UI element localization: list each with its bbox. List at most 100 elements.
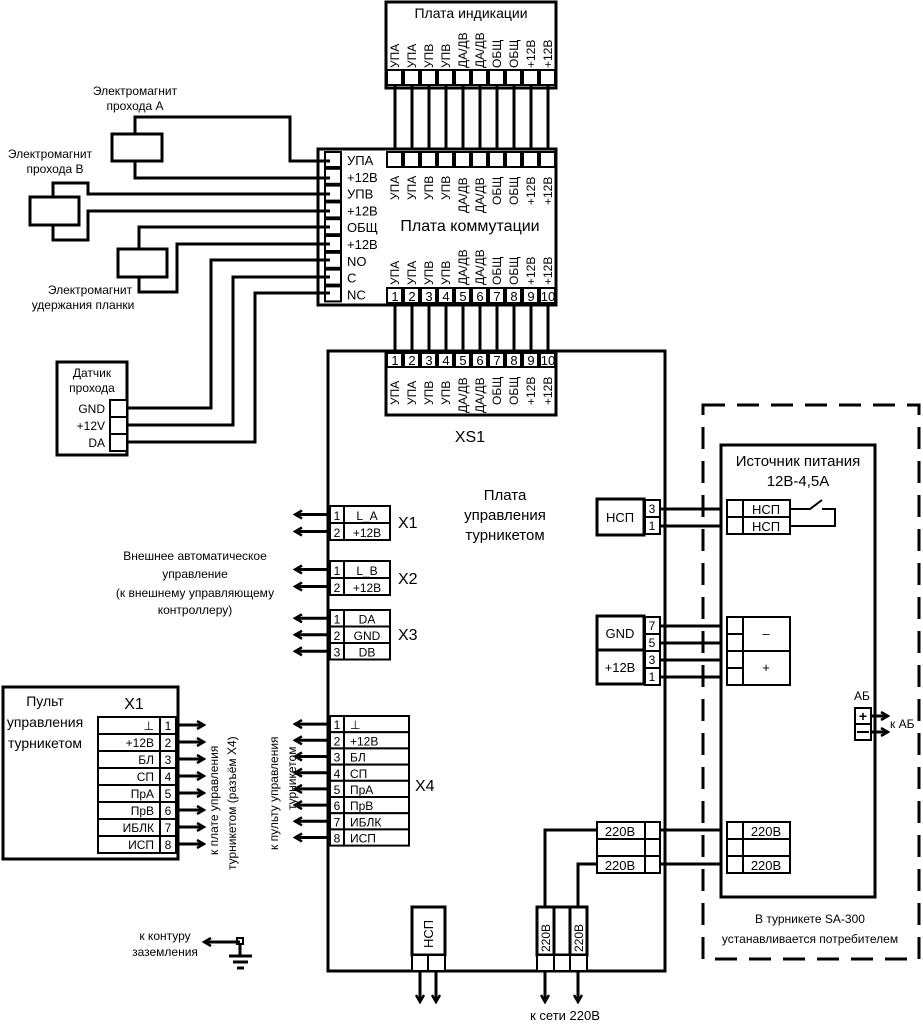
left-wiring [51, 115, 330, 444]
external-control-line-4: контроллеру) [158, 603, 232, 617]
switch-pin-number: 5 [459, 289, 466, 304]
nsp-pin-number: 3 [649, 502, 656, 516]
psu-title-2: 12В-4,5А [767, 473, 830, 490]
indication-wires [393, 85, 550, 152]
mains-terminal [644, 838, 661, 857]
switch-left-pin-label: +12В [347, 203, 378, 218]
psu-mains-terminal [726, 838, 744, 857]
psu-title-1: Источник питания [736, 453, 861, 470]
xs1-pin-number: 3 [425, 353, 432, 368]
psu-mains-pin [742, 838, 791, 857]
switch-left-terminal [324, 167, 342, 185]
x4-pin-number: 2 [334, 734, 341, 748]
xs1-pin-label: ДА/ДВ [473, 377, 487, 413]
indication-pin-terminal [488, 69, 505, 86]
switch-top-pin-label: УПВ [422, 176, 436, 200]
bottom-mains-label: 220В [539, 924, 553, 952]
x4-pin [343, 828, 410, 847]
x4-pin-number: 8 [334, 832, 341, 846]
xs1-terminal [403, 352, 420, 368]
x1-pin [343, 522, 391, 541]
remote-pin-label: ПрВ [131, 804, 154, 818]
remote-pin-number: 6 [165, 804, 172, 818]
switch-bottom-pin-label: ОБЩ [490, 257, 504, 285]
switch-left-pin-label: +12В [347, 237, 378, 252]
magnet-b-label-1: Электромагнит [8, 147, 93, 161]
switch-top-terminal [522, 151, 539, 168]
sensor-title-2: прохода [69, 381, 115, 395]
battery-plus-icon: + [859, 708, 867, 724]
remote-pin-label: СП [137, 770, 154, 784]
remote-pin-number: 2 [165, 736, 172, 750]
psu-mains-pin [742, 855, 791, 874]
switch-bottom-pin-label: ДА/ДВ [473, 249, 487, 285]
mains-label: 220В [605, 824, 635, 839]
x4-pin-label: ИСП [350, 832, 376, 846]
indication-pin-terminal [471, 69, 488, 86]
x4-pin-label: ИБЛК [350, 815, 381, 829]
switch-top-pin-label: ДА/ДВ [473, 177, 487, 213]
switch-top-pin-label: УПВ [439, 176, 453, 200]
xs1-pin-label: УПА [405, 381, 419, 405]
psu-note-line-2: устанавливается потребителем [722, 932, 898, 946]
xs1-terminal [437, 352, 454, 368]
ground-note-line-1: к контуру [139, 929, 190, 943]
magnet-b-label-2: прохода В [27, 162, 84, 176]
sensor-pin-label: GND [78, 402, 105, 416]
indication-pin-label: УПВ [439, 44, 453, 68]
x4-note-line-2: турникетом [285, 747, 299, 810]
magnet-a: Электромагнит прохода А [93, 84, 178, 163]
switch-left-pin-label: +12В [347, 170, 378, 185]
switch-top-terminal [437, 151, 454, 168]
wire [543, 828, 597, 908]
switch-bottom-pin-label: УПА [405, 261, 419, 285]
mains-note: к сети 220В [530, 1008, 600, 1023]
power-pin-number: 3 [649, 653, 656, 667]
plus12-label: +12В [605, 660, 636, 675]
switch-bottom-pin-label: УПА [388, 261, 402, 285]
psu-plus [742, 650, 791, 686]
switch-left-pin-label: NC [347, 287, 366, 302]
battery-label: АБ [854, 689, 870, 703]
switch-top-terminal [505, 151, 522, 168]
magnet-a-label-2: прохода А [107, 99, 164, 113]
xs1-pin-number: 1 [391, 353, 398, 368]
control-board-title-1: Плата [484, 487, 527, 504]
switch-pin-number: 10 [541, 289, 555, 304]
remote-pin-label: ИСП [128, 838, 154, 852]
xs1-pin-number: 9 [527, 353, 534, 368]
psu-power-terminal [726, 650, 744, 669]
indication-pin-terminal [386, 69, 403, 86]
indication-pin-label: ДА/ДВ [456, 32, 470, 68]
psu-nsp-terminal [726, 499, 744, 518]
switch-top-terminal [386, 151, 403, 168]
remote-title-2: управления [7, 714, 83, 730]
x4-label: X4 [415, 778, 435, 795]
x2-label: X2 [398, 571, 418, 588]
nsp-pin-number: 1 [649, 519, 656, 533]
x4-pin-number: 1 [334, 718, 341, 732]
switch-bottom-pin-label: УПВ [422, 261, 436, 285]
psu-power-terminal [726, 616, 744, 635]
indication-pin-label: ОБЩ [507, 40, 521, 68]
switch-pin-number: 2 [408, 289, 415, 304]
indication-pin-label: ОБЩ [490, 40, 504, 68]
remote-title-1: Пульт [26, 693, 64, 709]
switch-top-terminal [471, 151, 488, 168]
xs1-label: XS1 [455, 429, 485, 446]
psu-mains-terminal [726, 821, 744, 840]
xs1-terminal [386, 352, 403, 368]
switch-left-pin-label: NO [347, 254, 367, 269]
xs1-pin-label: ОБЩ [507, 377, 521, 405]
switch-left-pin-label: ОБЩ [347, 220, 378, 235]
x2-pin-number: 1 [334, 564, 341, 578]
remote-pin-label: ИБЛК [123, 821, 154, 835]
psu-plus-label: + [762, 660, 770, 675]
bottom-nsp-terminal [427, 954, 446, 972]
xs1-pin-label: ОБЩ [490, 377, 504, 405]
